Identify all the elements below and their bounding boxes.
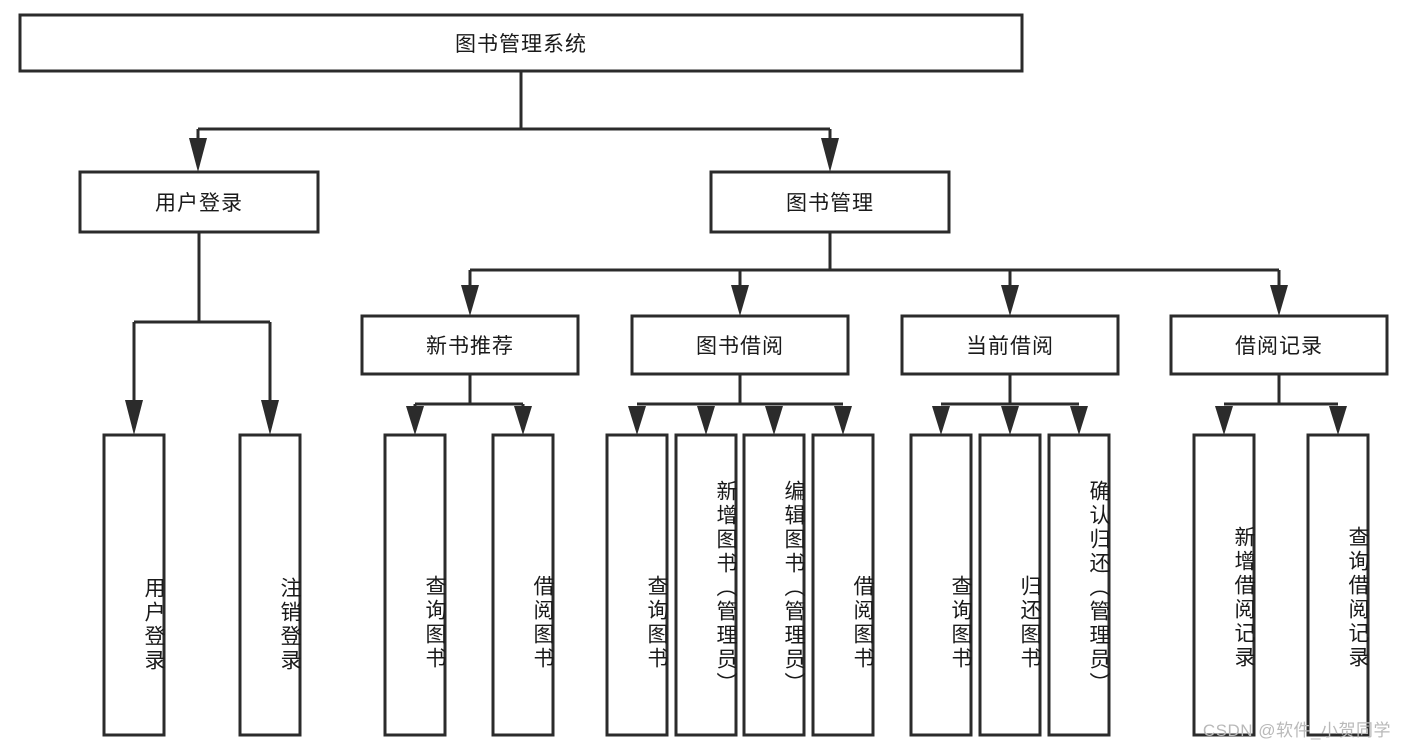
- node-leaf-bb-borrow-book[interactable]: [811, 433, 875, 737]
- node-leaf-bb-query-book[interactable]: [605, 433, 669, 737]
- node-borrow-record[interactable]: [1169, 314, 1389, 376]
- arrowhead-user-login: [189, 138, 207, 172]
- node-leaf-cb-confirm-return[interactable]: [1047, 433, 1111, 737]
- arrowhead-nb-query-book: [406, 406, 424, 435]
- arrowhead-new-book-recommend: [461, 285, 479, 316]
- node-leaf-cb-return-book[interactable]: [978, 433, 1042, 737]
- node-leaf-bb-edit-book[interactable]: [742, 433, 806, 737]
- arrowhead-leaf-logout: [261, 400, 279, 435]
- arrowhead-book-borrow: [731, 285, 749, 316]
- arrowhead-bb-query-book: [628, 406, 646, 435]
- arrowhead-borrow-record: [1270, 285, 1288, 316]
- arrowhead-cb-return-book: [1001, 406, 1019, 435]
- arrowhead-leaf-user-login: [125, 400, 143, 435]
- arrowhead-bb-add-book: [697, 406, 715, 435]
- node-leaf-user-login[interactable]: [102, 433, 166, 737]
- node-book-borrow[interactable]: [630, 314, 850, 376]
- node-root-book-management-system[interactable]: [18, 13, 1024, 73]
- arrowhead-bb-edit-book: [765, 406, 783, 435]
- node-leaf-logout[interactable]: [238, 433, 302, 737]
- arrowhead-cb-query-book: [932, 406, 950, 435]
- node-leaf-bb-add-book[interactable]: [674, 433, 738, 737]
- node-leaf-nb-query-book[interactable]: [383, 433, 447, 737]
- arrowhead-nb-borrow-book: [514, 406, 532, 435]
- arrowhead-book-management: [821, 138, 839, 172]
- node-user-login[interactable]: [78, 170, 320, 234]
- arrowhead-bb-borrow-book: [834, 406, 852, 435]
- node-new-book-recommend[interactable]: [360, 314, 580, 376]
- node-leaf-br-query-record[interactable]: [1306, 433, 1370, 737]
- node-leaf-br-add-record[interactable]: [1192, 433, 1256, 737]
- arrowhead-cb-confirm-return: [1070, 406, 1088, 435]
- node-book-management[interactable]: [709, 170, 951, 234]
- arrowhead-br-query-record: [1329, 406, 1347, 435]
- node-leaf-nb-borrow-book[interactable]: [491, 433, 555, 737]
- arrowhead-br-add-record: [1215, 406, 1233, 435]
- node-current-borrow[interactable]: [900, 314, 1120, 376]
- arrowhead-current-borrow: [1001, 285, 1019, 316]
- node-leaf-cb-query-book[interactable]: [909, 433, 973, 737]
